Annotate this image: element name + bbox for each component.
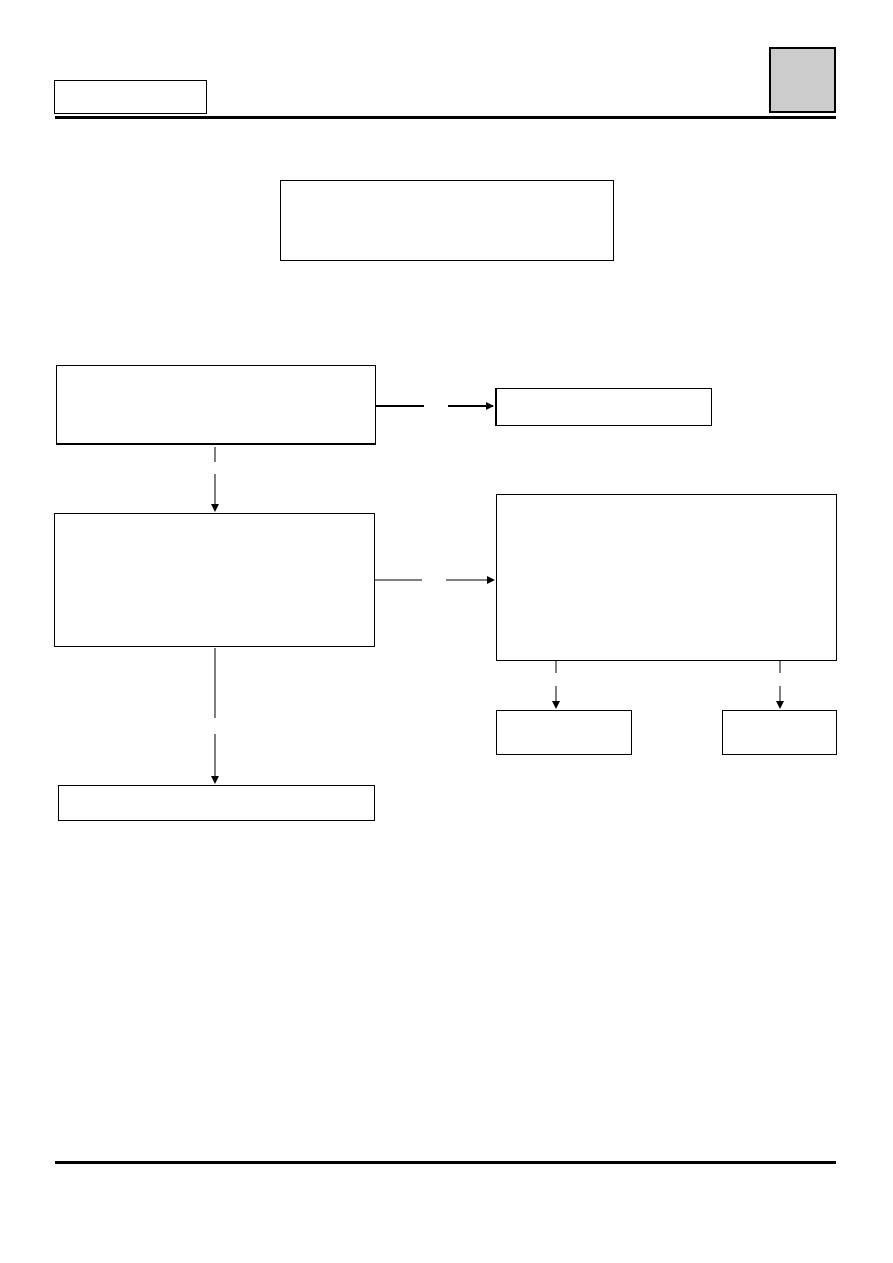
title-box bbox=[280, 180, 614, 261]
branch-right-result-box bbox=[722, 710, 837, 755]
branch-left-result-box bbox=[496, 710, 632, 755]
step1-box bbox=[56, 365, 376, 445]
step2-right-action-box bbox=[496, 494, 837, 661]
section-label-box bbox=[54, 80, 207, 114]
step2-down-result-box bbox=[58, 785, 375, 821]
footer-rule bbox=[55, 1161, 836, 1164]
step2-box bbox=[54, 513, 375, 647]
page-tab bbox=[769, 47, 836, 113]
header-rule bbox=[55, 116, 836, 119]
step1-right-result-box bbox=[495, 388, 712, 426]
